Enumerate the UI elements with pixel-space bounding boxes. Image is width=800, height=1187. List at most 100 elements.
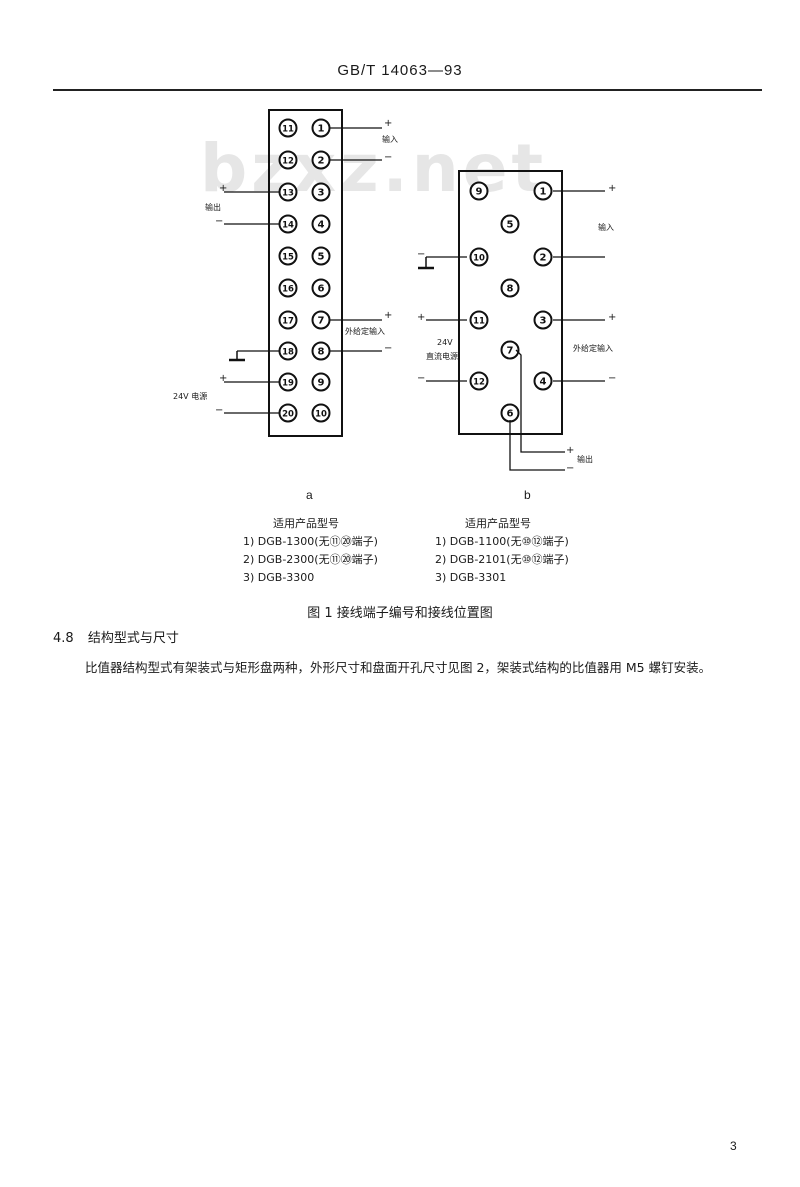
header-rule — [53, 89, 762, 91]
fig-b-sign: − — [417, 373, 426, 384]
terminal-b-3: 3 — [533, 310, 553, 330]
terminal-a-2-label: 2 — [318, 156, 325, 167]
terminal-b-12-label: 12 — [473, 378, 485, 388]
terminal-a-4: 4 — [311, 214, 331, 234]
list-item: 3) DGB-3301 — [435, 571, 507, 584]
terminal-a-12: 12 — [278, 150, 298, 170]
terminal-b-7: 7 — [500, 340, 520, 360]
terminal-a-6-label: 6 — [318, 284, 325, 295]
terminal-a-20-label: 20 — [282, 410, 294, 420]
terminal-b-5-label: 5 — [507, 220, 514, 231]
fig-a-products-title: 适用产品型号 — [273, 517, 339, 530]
list-item: 3) DGB-3300 — [243, 571, 315, 584]
terminal-a-15: 15 — [278, 246, 298, 266]
fig-a-sublabel: a — [306, 488, 313, 502]
fig-b-sign: − — [417, 249, 426, 260]
terminal-a-6: 6 — [311, 278, 331, 298]
fig-a-product-list: 适用产品型号 1) DGB-1300(无⑪⑳端子) 2) DGB-2300(无⑪… — [243, 515, 378, 587]
terminal-a-14-label: 14 — [282, 221, 294, 231]
fig-b-power-line2: 直流电源 — [426, 352, 458, 361]
terminal-a-17-label: 17 — [282, 317, 294, 327]
terminal-b-6: 6 — [500, 403, 520, 423]
fig-b-power-line1: 24V — [437, 338, 453, 347]
terminal-b-10-label: 10 — [473, 254, 485, 264]
terminal-b-7-label: 7 — [507, 346, 514, 357]
terminal-b-11-label: 11 — [473, 317, 485, 327]
terminal-b-4-label: 4 — [540, 377, 547, 388]
fig-b-sign: + — [566, 445, 575, 456]
terminal-a-9-label: 9 — [318, 378, 325, 389]
terminal-b-9: 9 — [469, 181, 489, 201]
terminal-a-10-label: 10 — [315, 410, 327, 420]
terminal-b-8-label: 8 — [507, 284, 514, 295]
terminal-a-14: 14 — [278, 214, 298, 234]
fig-a-ext-input-label: 外给定输入 — [345, 327, 385, 336]
fig-a-sign: + — [219, 183, 228, 194]
fig-a-sign: + — [384, 118, 393, 129]
fig-a-output-label: 输出 — [205, 203, 221, 212]
terminal-b-1: 1 — [533, 181, 553, 201]
terminal-a-16-label: 16 — [282, 285, 294, 295]
page-header: GB/T 14063—93 — [337, 62, 463, 79]
fig-b-sign: + — [608, 183, 617, 194]
terminal-a-15-label: 15 — [282, 253, 294, 263]
terminal-a-13-label: 13 — [282, 189, 294, 199]
terminal-a-4-label: 4 — [318, 220, 325, 231]
terminal-a-3: 3 — [311, 182, 331, 202]
fig-b-input-label: 输入 — [598, 223, 614, 232]
terminal-b-2: 2 — [533, 247, 553, 267]
fig-a-input-label: 输入 — [382, 135, 398, 144]
terminal-block-a — [268, 109, 343, 437]
terminal-b-8: 8 — [500, 278, 520, 298]
section-heading: 4.8 结构型式与尺寸 — [53, 627, 179, 646]
terminal-b-9-label: 9 — [476, 187, 483, 198]
fig-a-sign: + — [219, 373, 228, 384]
fig-b-sign: + — [608, 312, 617, 323]
list-item: 1) DGB-1300(无⑪⑳端子) — [243, 535, 378, 548]
fig-a-sign: − — [384, 152, 393, 163]
terminal-a-1: 1 — [311, 118, 331, 138]
fig-a-power-label: 24V 电源 — [173, 392, 208, 401]
terminal-a-11: 11 — [278, 118, 298, 138]
terminal-a-17: 17 — [278, 310, 298, 330]
fig-b-output-label: 输出 — [577, 455, 593, 464]
terminal-a-8-label: 8 — [318, 347, 325, 358]
terminal-a-13: 13 — [278, 182, 298, 202]
terminal-a-3-label: 3 — [318, 188, 325, 199]
terminal-a-5: 5 — [311, 246, 331, 266]
terminal-a-7-label: 7 — [318, 316, 325, 327]
fig-b-sign: − — [608, 373, 617, 384]
fig-a-sign: + — [384, 310, 393, 321]
fig-b-ext-input-label: 外给定输入 — [573, 344, 613, 353]
terminal-b-4: 4 — [533, 371, 553, 391]
terminal-a-20: 20 — [278, 403, 298, 423]
section-number: 4.8 — [53, 631, 74, 646]
terminal-block-b — [458, 170, 563, 435]
terminal-a-19: 19 — [278, 372, 298, 392]
terminal-a-8: 8 — [311, 341, 331, 361]
fig-b-product-list: 适用产品型号 1) DGB-1100(无⑩⑫端子) 2) DGB-2101(无⑩… — [435, 515, 569, 587]
terminal-b-10: 10 — [469, 247, 489, 267]
list-item: 2) DGB-2101(无⑩⑫端子) — [435, 553, 569, 566]
terminal-a-19-label: 19 — [282, 379, 294, 389]
terminal-b-1-label: 1 — [540, 187, 547, 198]
fig-a-sign: − — [215, 216, 224, 227]
fig-a-sign: − — [384, 343, 393, 354]
terminal-a-16: 16 — [278, 278, 298, 298]
terminal-a-2: 2 — [311, 150, 331, 170]
list-item: 2) DGB-2300(无⑪⑳端子) — [243, 553, 378, 566]
terminal-a-5-label: 5 — [318, 252, 325, 263]
terminal-b-2-label: 2 — [540, 253, 547, 264]
terminal-b-6-label: 6 — [507, 409, 514, 420]
terminal-a-12-label: 12 — [282, 157, 294, 167]
terminal-a-10: 10 — [311, 403, 331, 423]
terminal-a-1-label: 1 — [318, 124, 325, 135]
terminal-a-11-label: 11 — [282, 125, 294, 135]
fig-b-sign: − — [566, 463, 575, 474]
fig-b-sublabel: b — [524, 488, 531, 502]
section-title: 结构型式与尺寸 — [87, 631, 179, 646]
fig-b-sign: + — [417, 312, 426, 323]
terminal-a-18-label: 18 — [282, 348, 294, 358]
page-number: 3 — [730, 1139, 737, 1153]
